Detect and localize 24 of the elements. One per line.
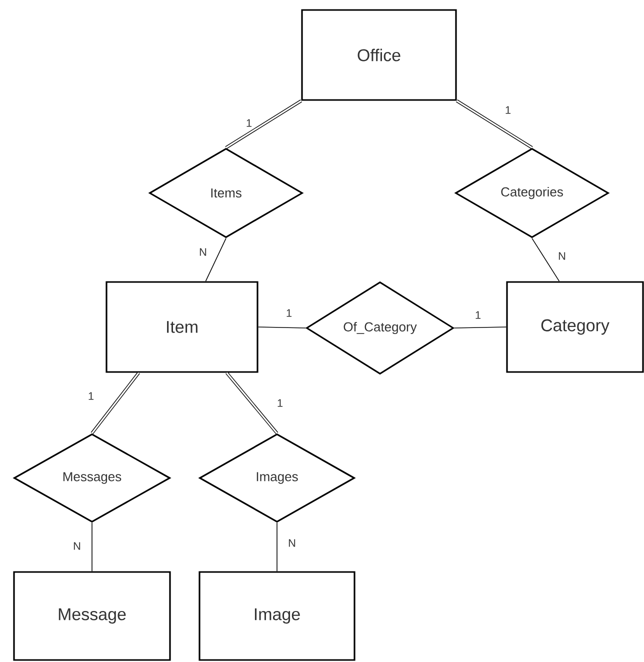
entity-box: Category	[506, 281, 644, 373]
connector-line	[225, 100, 302, 149]
entity-box: Item	[106, 281, 258, 373]
connector-line	[90, 372, 140, 434]
cardinality-label: 1	[276, 398, 284, 408]
entity-box: Message	[13, 571, 171, 661]
connector-line	[226, 372, 278, 434]
cardinality-label: 1	[284, 308, 294, 318]
connector-line	[258, 326, 306, 328]
cardinality-label: N	[557, 251, 567, 261]
connector-line	[532, 238, 560, 282]
entity-box: Office	[301, 9, 457, 101]
cardinality-label: 1	[474, 310, 482, 320]
connector-line	[205, 238, 226, 282]
cardinality-label: 1	[86, 391, 96, 401]
cardinality-label: N	[287, 538, 297, 548]
cardinality-label: 1	[504, 105, 512, 115]
connector-line	[276, 522, 278, 572]
cardinality-label: 1	[244, 118, 254, 128]
connector-line	[456, 100, 533, 149]
cardinality-label: N	[198, 247, 208, 257]
entity-box: Image	[198, 571, 356, 661]
connector-line	[454, 326, 507, 328]
cardinality-label: N	[72, 541, 82, 551]
